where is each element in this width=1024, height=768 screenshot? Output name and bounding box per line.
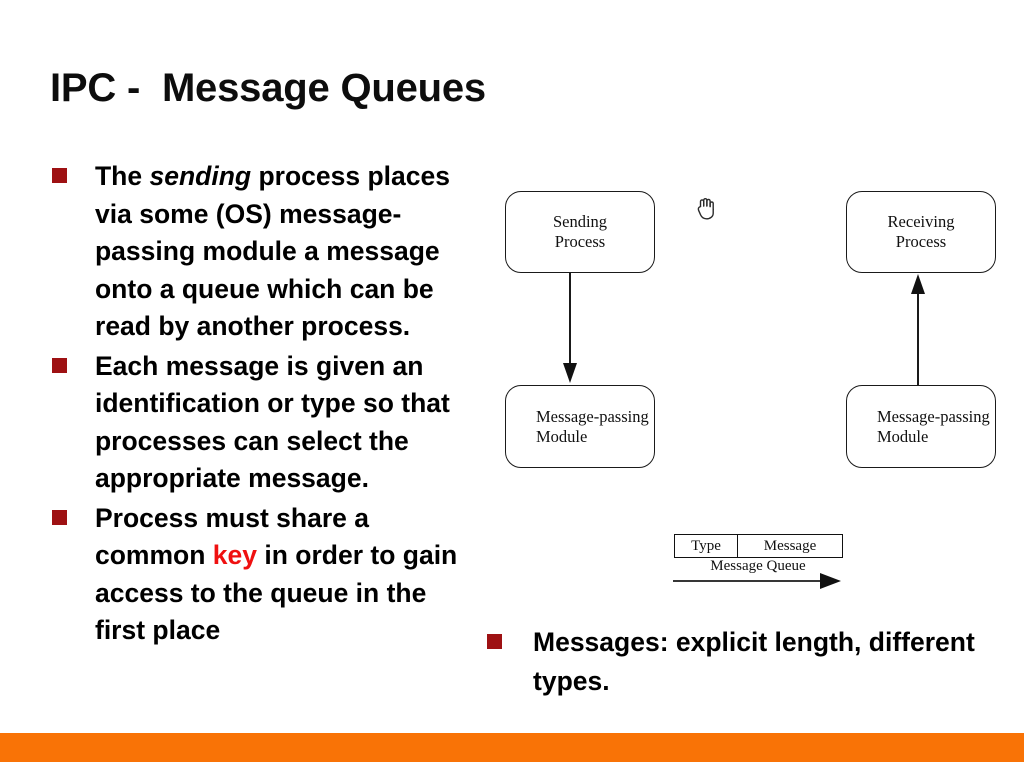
list-item: The sending process places via some (OS)… <box>50 158 470 346</box>
emphasis-sending: sending <box>149 161 252 191</box>
bullet-sending-process-text: The sending process places via some (OS)… <box>95 161 450 341</box>
diagram-node-message-passing-module-right: Message-passing Module <box>846 385 996 468</box>
diagram-node-label: Receiving Process <box>887 212 955 251</box>
table-cell-message: Message <box>737 534 843 558</box>
diagram-node-label: Sending Process <box>552 212 608 251</box>
bullet-square-icon <box>487 634 502 649</box>
bullet-message-identification-text: Each message is given an identification … <box>95 350 450 494</box>
diagram-node-label: Message-passing Module <box>536 406 649 446</box>
bullet-square-icon <box>52 168 67 183</box>
bullet-common-key-text: Process must share a common key in order… <box>95 502 458 646</box>
diagram-node-receiving-process: Receiving Process <box>846 191 996 273</box>
table-cell-type: Type <box>674 534 738 558</box>
diagram-node-sending-process: Sending Process <box>505 191 655 273</box>
arrow-module-to-receiving <box>911 274 925 385</box>
footer-spacer <box>0 762 1024 768</box>
table-row: Type Message <box>674 534 843 558</box>
diagram-node-label: Message-passing Module <box>877 406 990 446</box>
bullet-messages-explicit-length-text: Messages: explicit length, different typ… <box>533 627 975 696</box>
message-queue-table: Type Message <box>674 534 843 558</box>
list-item: Each message is given an identification … <box>50 348 470 498</box>
list-item: Messages: explicit length, different typ… <box>487 623 1003 701</box>
page-title: IPC - Message Queues <box>50 66 486 110</box>
bullet-square-icon <box>52 357 67 373</box>
hand-grab-icon <box>694 194 720 222</box>
arrow-message-queue <box>673 573 841 589</box>
message-queue-caption: Message Queue <box>710 558 806 574</box>
accent-bar <box>0 733 1024 762</box>
left-bullet-list: The sending process places via some (OS)… <box>50 158 470 652</box>
diagram-node-message-passing-module-left: Message-passing Module <box>505 385 655 468</box>
list-item: Process must share a common key in order… <box>50 500 470 650</box>
bullet-square-icon <box>52 509 67 525</box>
arrow-sending-to-module <box>563 273 577 383</box>
highlight-key: key <box>212 540 258 570</box>
